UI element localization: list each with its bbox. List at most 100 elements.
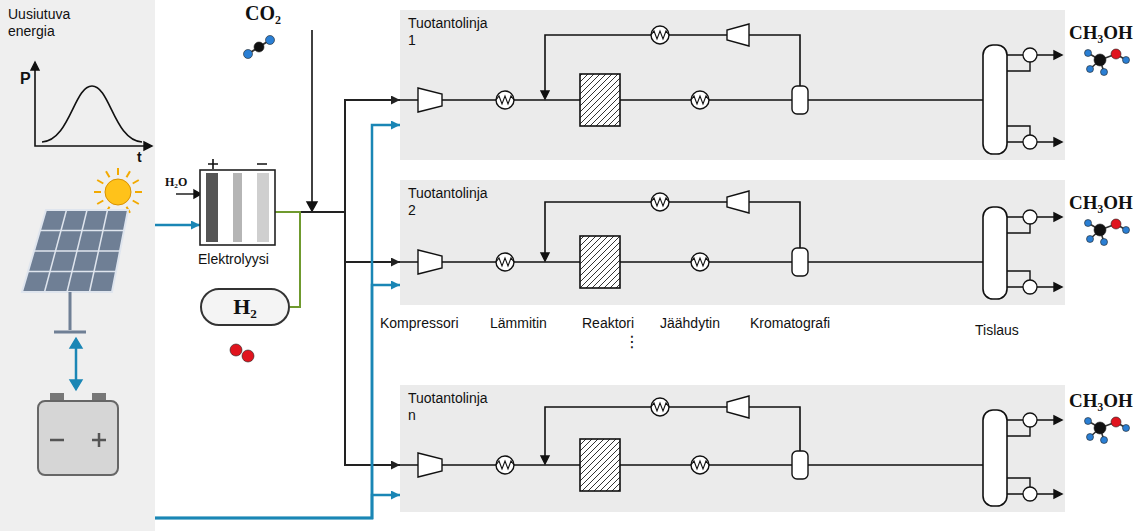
electrolyser-housing xyxy=(200,170,275,245)
arrowhead xyxy=(70,338,82,348)
component-name: Kromatografi xyxy=(750,315,830,331)
sun-ray xyxy=(135,191,142,193)
process-line xyxy=(400,24,1062,154)
membrane xyxy=(233,173,242,242)
hydrogen-atom xyxy=(242,350,254,362)
condenser-reboiler xyxy=(1023,413,1037,427)
methanol-molecule xyxy=(1085,49,1130,76)
recycle-pipe xyxy=(545,407,800,457)
distillation-column xyxy=(983,45,1007,154)
solar-panel-frame xyxy=(22,210,128,292)
carbon-atom xyxy=(1094,54,1106,66)
battery-icon xyxy=(38,393,118,475)
arrowhead xyxy=(541,253,549,261)
heat-exchanger xyxy=(496,456,514,474)
heat-exchanger xyxy=(691,456,709,474)
polarity-sign xyxy=(208,159,267,169)
distillation-column xyxy=(983,410,1007,506)
compressor xyxy=(418,453,442,477)
ellipsis-mark: ⋮ xyxy=(624,332,640,351)
process-line xyxy=(400,396,1062,506)
panel-heading: Uusiutuva energia xyxy=(8,6,88,40)
carbon-atom xyxy=(1094,224,1106,236)
condenser-reboiler xyxy=(1023,135,1037,149)
heat-exchanger-coil xyxy=(651,403,669,411)
hydrogen-atom xyxy=(1085,418,1092,425)
heat-exchanger-coil xyxy=(691,258,709,266)
power-line xyxy=(155,224,200,227)
axis-label: t xyxy=(137,149,142,165)
heat-exchanger xyxy=(651,26,669,44)
solar-panel xyxy=(22,210,128,332)
unit-name: Elektrolyysi xyxy=(198,251,269,268)
chemical-formula: H₂O xyxy=(165,175,187,190)
shape-drawing xyxy=(200,170,275,245)
gas-pipe xyxy=(275,212,400,262)
panel-cell-line xyxy=(40,230,124,232)
heat-exchanger-coil xyxy=(496,258,514,266)
recycle-pipe xyxy=(545,202,800,254)
heat-exchanger xyxy=(651,398,669,416)
hydrogen-atom xyxy=(1123,57,1130,64)
sun-ray xyxy=(94,191,101,193)
hydrogen-atom xyxy=(1101,437,1108,444)
heat-exchanger-coil xyxy=(651,198,669,206)
power-line xyxy=(155,495,400,518)
production-line-band: Tuotantolinja 1 xyxy=(400,10,1065,160)
component-name: Kompressori xyxy=(380,315,459,331)
condenser-reboiler xyxy=(1023,280,1037,294)
shape-drawing xyxy=(400,10,1065,160)
compressor xyxy=(727,191,749,213)
chemical-formula: CH₃OH xyxy=(1069,22,1133,44)
component-name: Reaktori xyxy=(582,315,634,331)
electrode xyxy=(257,173,269,242)
arrowhead xyxy=(541,456,549,464)
column-pipe xyxy=(1007,55,1055,142)
distillation-column xyxy=(983,207,1007,299)
power-curve xyxy=(42,86,142,142)
gas-pipe xyxy=(275,100,400,212)
hydrogen-atom xyxy=(1085,50,1092,57)
panel-cell-line xyxy=(90,210,108,292)
battery-sign xyxy=(50,433,106,447)
panel-cell-line xyxy=(67,210,87,292)
electrolyser-box: Elektrolyysi xyxy=(200,170,275,245)
storage-arrow xyxy=(75,346,78,382)
heat-exchanger xyxy=(651,193,669,211)
separator xyxy=(792,248,808,276)
hydrogen-atom xyxy=(1101,239,1108,246)
chemical-formula: CH₃OH xyxy=(1069,390,1133,412)
column-pipe xyxy=(1007,420,1055,494)
condenser-reboiler xyxy=(1023,210,1037,224)
arrowhead xyxy=(70,380,82,390)
heat-exchanger xyxy=(496,91,514,109)
tank-label: H₂ xyxy=(233,296,257,318)
oxygen-atom xyxy=(1111,417,1121,427)
sun-ray xyxy=(133,201,139,205)
heat-exchanger-coil xyxy=(651,31,669,39)
panel-heading: Tuotantolinja 1 xyxy=(408,15,496,49)
sun-ray xyxy=(127,171,131,177)
separator xyxy=(792,451,808,479)
graph-axis xyxy=(35,66,148,146)
reactor xyxy=(580,439,620,491)
hydrogen-atom xyxy=(1101,69,1108,76)
separator xyxy=(792,86,808,114)
chemical-formula: CO₂ xyxy=(245,2,281,25)
component-name: Lämmitin xyxy=(490,315,547,331)
heat-exchanger xyxy=(496,253,514,271)
hydrogen-atom xyxy=(1085,220,1092,227)
compressor xyxy=(727,24,749,46)
electrode xyxy=(206,173,218,242)
heat-exchanger-coil xyxy=(496,96,514,104)
shape-drawing xyxy=(400,180,1065,305)
condenser-reboiler xyxy=(1023,487,1037,501)
power-line xyxy=(155,125,400,518)
sun-ray xyxy=(106,171,110,177)
compressor xyxy=(418,250,442,274)
compressor xyxy=(727,396,749,418)
battery-body xyxy=(38,401,118,475)
hydrogen-atom xyxy=(1087,434,1094,441)
co2-feed-line xyxy=(311,30,313,204)
